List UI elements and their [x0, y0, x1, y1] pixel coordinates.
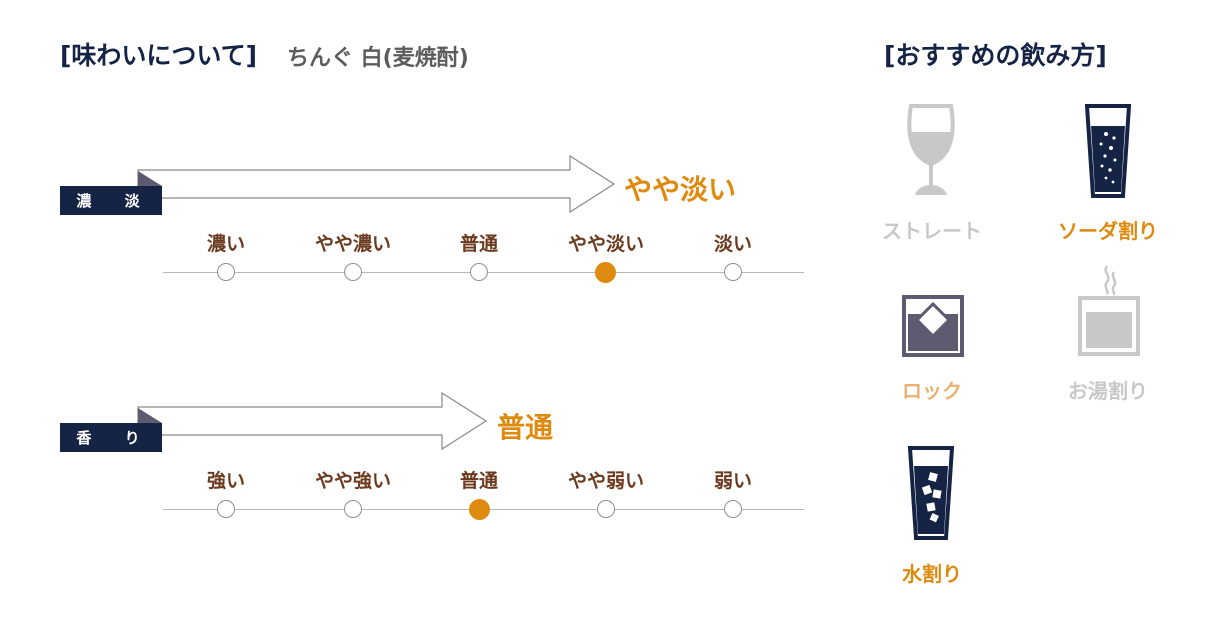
- scale-label: やや淡い: [567, 233, 644, 255]
- scale-label: やや弱い: [567, 470, 644, 492]
- scale-tag: 香 り: [60, 423, 162, 452]
- scale-point: [597, 500, 615, 518]
- scale-label: 強い: [206, 470, 245, 492]
- scale-label: 普通: [459, 233, 498, 255]
- rock-glass-icon: [901, 294, 965, 358]
- scale-label: やや強い: [314, 470, 391, 492]
- scale-tag: 濃 淡: [60, 186, 162, 215]
- water-glass-icon: [907, 446, 955, 540]
- scale-point: [344, 263, 362, 281]
- method-label: 水割り: [902, 562, 962, 586]
- scale-point-selected: [469, 499, 490, 520]
- scale-label: 普通: [459, 470, 498, 492]
- method-label: お湯割り: [1068, 379, 1148, 403]
- scale-label: 濃い: [206, 233, 245, 255]
- scale-point: [217, 500, 235, 518]
- scale-aroma: 香 り 普通 強い やや強い 普通 やや弱い 弱い: [60, 391, 804, 520]
- scale-point: [724, 500, 742, 518]
- recommend-title: [おすすめの飲み方]: [884, 41, 1107, 70]
- arrow-icon: [137, 154, 616, 214]
- scale-point: [217, 263, 235, 281]
- method-label: ストレート: [882, 219, 982, 243]
- arrow-icon: [137, 391, 488, 451]
- scale-point-selected: [595, 262, 616, 283]
- scale-point: [470, 263, 488, 281]
- method-label: ソーダ割り: [1058, 219, 1158, 243]
- section-title: [味わいについて]: [60, 41, 258, 70]
- scale-richness: 濃 淡 やや淡い 濃い やや濃い 普通 やや淡い 淡い: [0, 0, 820, 300]
- current-value: やや淡い: [624, 173, 737, 206]
- soda-glass-icon: [1084, 104, 1132, 198]
- hot-water-cup-icon: [1077, 262, 1141, 358]
- scale-label: やや濃い: [314, 233, 391, 255]
- product-name: ちんぐ 白(麦焼酎): [287, 46, 469, 71]
- method-label: ロック: [902, 379, 962, 403]
- scale-point: [344, 500, 362, 518]
- scale-label: 淡い: [713, 233, 752, 255]
- current-value: 普通: [497, 411, 554, 444]
- scale-point: [724, 263, 742, 281]
- scale-label: 弱い: [713, 470, 752, 492]
- wine-glass-icon: [905, 104, 957, 198]
